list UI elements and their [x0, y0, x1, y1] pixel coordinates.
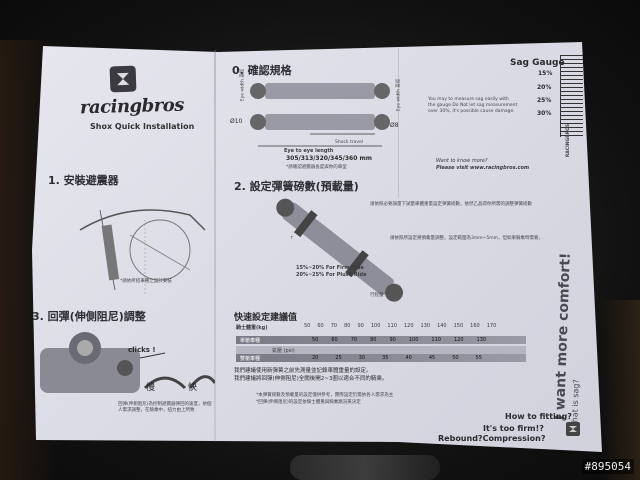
table-cell: 60 [331, 337, 338, 343]
row-2-label: 雙槍車種 [240, 356, 261, 362]
brand-subtitle: Shox Quick Installation [90, 122, 195, 131]
eye-width-left-label: Eye width 直徑 [240, 68, 246, 102]
firm-ride-label: 15%~20% For Firm Ride [296, 265, 364, 271]
weight-cell: 110 [387, 323, 397, 329]
lengths-label: 305/313/320/345/360 mm [286, 155, 372, 162]
weight-cell: 80 [344, 323, 351, 329]
table-cell: 55 [475, 355, 482, 361]
rebound-compression-text: Rebound?Compression? [438, 434, 546, 443]
weight-cell: 120 [403, 323, 414, 329]
table-cell: 50 [312, 337, 319, 343]
sag-tick-15: 15% [538, 70, 553, 77]
bike-frame-illustration [79, 209, 206, 295]
section-0-title: 0. 確認規格 [232, 64, 292, 77]
weight-cell: 130 [420, 323, 431, 329]
table-cell: 120 [453, 337, 464, 343]
sag-gauge-scale [560, 55, 583, 137]
section-0-note: *請確認避震器長度與你的車型 [286, 165, 347, 170]
table-cell: 130 [476, 337, 487, 343]
table-cell: 20 [312, 355, 319, 361]
sag-tick-25: 25% [537, 97, 552, 104]
weight-cell: 170 [486, 323, 497, 329]
clicks-label: clicks ! [128, 346, 156, 354]
brand-logo-text: racingbros [79, 94, 185, 119]
dim-right-label: Ø8 [390, 122, 399, 129]
sag-text-2: the gauge.Do Not let sag measurement [428, 103, 518, 108]
section-3-title: 3. 回彈(伸側阻尼)調整 [32, 310, 146, 323]
eye-to-eye-label: Eye to eye length [284, 148, 334, 154]
weight-cell: 100 [370, 323, 381, 329]
weight-cell: 150 [453, 323, 464, 329]
row-2-values: 20 25 30 35 40 45 50 55 [312, 355, 482, 361]
fast-label: 快 [188, 383, 198, 393]
row-1-values: 50 60 70 80 90 100 110 120 130 [312, 337, 486, 343]
brand-small-icon [566, 422, 580, 436]
spring-shock-illustration [276, 198, 404, 302]
slow-label: 慢 [146, 383, 156, 393]
weight-cell: 140 [437, 323, 447, 329]
table-cell: 25 [335, 355, 342, 361]
row-1-label: 單槍車種 [240, 338, 261, 344]
table-cell: 40 [405, 355, 412, 361]
too-firm-text: It's too firm!? [483, 424, 544, 433]
table-cell: 30 [358, 355, 366, 361]
photo-watermark: #895054 [581, 459, 634, 474]
sag-tick-20: 20% [537, 84, 552, 91]
shock-spec-illustration [250, 83, 390, 147]
table-fine-print-2: *回彈(伸側阻尼)的設定依騎士體重與騎乘路況來決定 [256, 400, 361, 405]
eye-width-right-label: Eye width 直徑 [396, 78, 402, 112]
rebound-knob-illustration [40, 332, 215, 393]
fold-line-secondary [398, 48, 399, 198]
want-to-know-more: Want to know more? [436, 158, 488, 164]
table-cell: 100 [408, 337, 419, 343]
weight-cell: 60 [317, 323, 324, 329]
table-cell: 50 [452, 355, 459, 361]
table-fine-print-1: *本彈簧磅數及預載量的設定僅供參考，實際設定仍需依各人需求為主 [256, 393, 394, 398]
table-cell: 80 [370, 337, 377, 343]
shock-travel-label: Shock travel [335, 140, 364, 145]
section-1-title: 1. 安裝避震器 [48, 174, 119, 187]
weight-cell: 160 [470, 323, 480, 329]
table-cell: 70 [350, 337, 358, 343]
fold-line [214, 50, 216, 442]
table-row-pressure [236, 346, 526, 354]
racingbros-logo-icon [109, 65, 137, 93]
section-2-description-1: 請依照必要調量下試量車體重量設定彈簧磅數，依然乙晶得你所需的調整彈簧磅數 [370, 202, 532, 207]
row-2-sub-label: 氣壓 (psi) [272, 348, 295, 354]
plush-ride-label: 20%~25% For Plush Ride [296, 272, 367, 278]
table-note-2: 我們建議將回彈(伸側阻尼)全關後開2~3圈以適合不同的騎乘。 [234, 376, 388, 382]
section-3-description: 回彈(伸側阻尼)為控制避震器彈回的速度，依個人需求調整，在騎乘中，扭力由上所致 [118, 402, 212, 413]
weight-header-row: 50 60 70 80 90 100 110 120 130 140 150 1… [304, 323, 496, 329]
how-to-fitting-text: How to fitting? [505, 412, 572, 421]
table-cell: 110 [431, 337, 441, 343]
sag-text-1: You may to measure sag easily with [428, 97, 509, 102]
weight-cell: 90 [357, 323, 364, 329]
dim-left-label: Ø10 [230, 118, 243, 125]
background-cable [290, 455, 440, 480]
table-cell: 45 [428, 355, 436, 361]
sag-vertical-brand: RACINGBROS [566, 123, 572, 158]
table-cell: 90 [389, 337, 396, 343]
travel-label: 行程量 [370, 293, 384, 298]
weight-cell: 70 [330, 323, 338, 329]
sag-text-3: over 30%, it's possible cause damage. [428, 109, 515, 114]
section-2-title: 2. 設定彈簧磅數(預載量) [234, 180, 359, 193]
section-2-description-2: 請依照所設定將預載量調整，設定範圍為3mm~5mm，但如果騎乘時需要， [390, 236, 544, 241]
table-cell: 35 [382, 355, 389, 361]
preload-label: ↑ [290, 236, 294, 241]
website-link-text: Please visit www.racingbros.com [436, 165, 530, 171]
rider-weight-label: 騎士體重(kg) [236, 325, 268, 331]
table-row-single [236, 336, 526, 344]
quick-settings-title: 快速設定建議值 [234, 313, 298, 323]
background-right-glow [600, 300, 640, 480]
sag-tick-30: 30% [537, 110, 552, 117]
section-1-note: *請依所搭車種之設計安裝 [120, 279, 172, 284]
weight-cell: 50 [304, 323, 311, 329]
table-note-1: 我們建議使用新彈簧之前先測量並記錄車體重量的設定。 [234, 368, 372, 374]
table-row-dual [236, 354, 526, 362]
sag-gauge-title: Sag Gauge [510, 58, 565, 68]
